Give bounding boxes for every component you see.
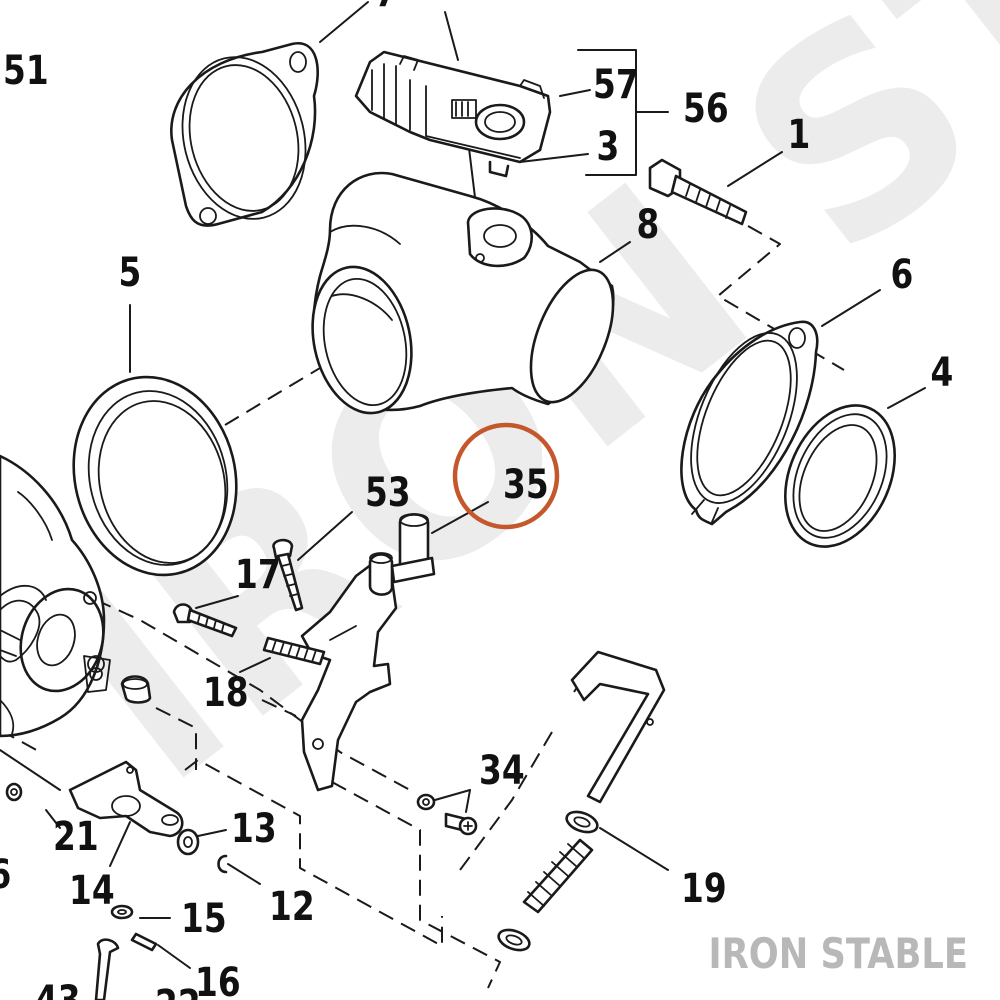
callout-labels: 7 51 57 56 3 1 8 5 6 4 35 53 17 18 34 13… [0, 0, 953, 1000]
callout-8: 8 [637, 201, 660, 248]
callout-17: 17 [235, 551, 281, 598]
part-7-flange-gasket [170, 42, 319, 227]
highlight-circle [452, 422, 560, 530]
part-56-sensor-assembly [354, 50, 552, 178]
callout-35: 35 [503, 461, 549, 508]
callout-16: 16 [195, 959, 241, 1000]
part-6-gasket [680, 320, 819, 526]
part-53-screw [272, 538, 304, 612]
callout-12: 12 [269, 883, 315, 930]
callout-21: 21 [53, 813, 99, 860]
part-13-washer [176, 828, 200, 856]
throttle-body-partial [0, 454, 111, 738]
callout-5: 5 [119, 249, 142, 296]
part-5-ring [72, 375, 238, 577]
callout-57: 57 [593, 61, 639, 108]
part-19-spring-rod [497, 650, 666, 952]
part-8-intake-elbow [311, 171, 615, 415]
callout-19: 19 [681, 865, 727, 912]
callout-6b: 6 [0, 851, 11, 898]
callout-7: 7 [375, 0, 398, 16]
callout-34: 34 [479, 747, 525, 794]
part-21-washer [5, 782, 23, 802]
callout-15: 15 [181, 895, 227, 942]
part-15-washer [110, 904, 134, 920]
small-hardware [5, 782, 228, 1000]
part-35-bracket [300, 513, 436, 792]
callout-53: 53 [365, 469, 411, 516]
callout-43: 43 [35, 977, 81, 1000]
callout-13: 13 [231, 805, 277, 852]
part-34-washer-screw [416, 793, 478, 836]
part-14-lever [68, 760, 184, 838]
part-12-clip [217, 854, 228, 874]
bushing [120, 675, 152, 704]
callout-6: 6 [891, 251, 914, 298]
part-1-bolt [648, 158, 748, 226]
brand-label: IRON STABLE [709, 930, 968, 979]
callout-1: 1 [788, 111, 811, 158]
part-4-seal-ring [783, 404, 897, 548]
callout-22: 22 [155, 981, 201, 1000]
callout-56: 56 [683, 85, 729, 132]
callout-18: 18 [203, 669, 249, 716]
callout-4: 4 [931, 349, 954, 396]
part-18-spring [262, 636, 326, 666]
callout-51: 51 [3, 47, 49, 94]
callout-3: 3 [597, 123, 620, 170]
part-16-pin [130, 932, 158, 952]
callout-14: 14 [69, 867, 115, 914]
part-43-wire [94, 938, 120, 1000]
part-17-screw [172, 603, 238, 638]
